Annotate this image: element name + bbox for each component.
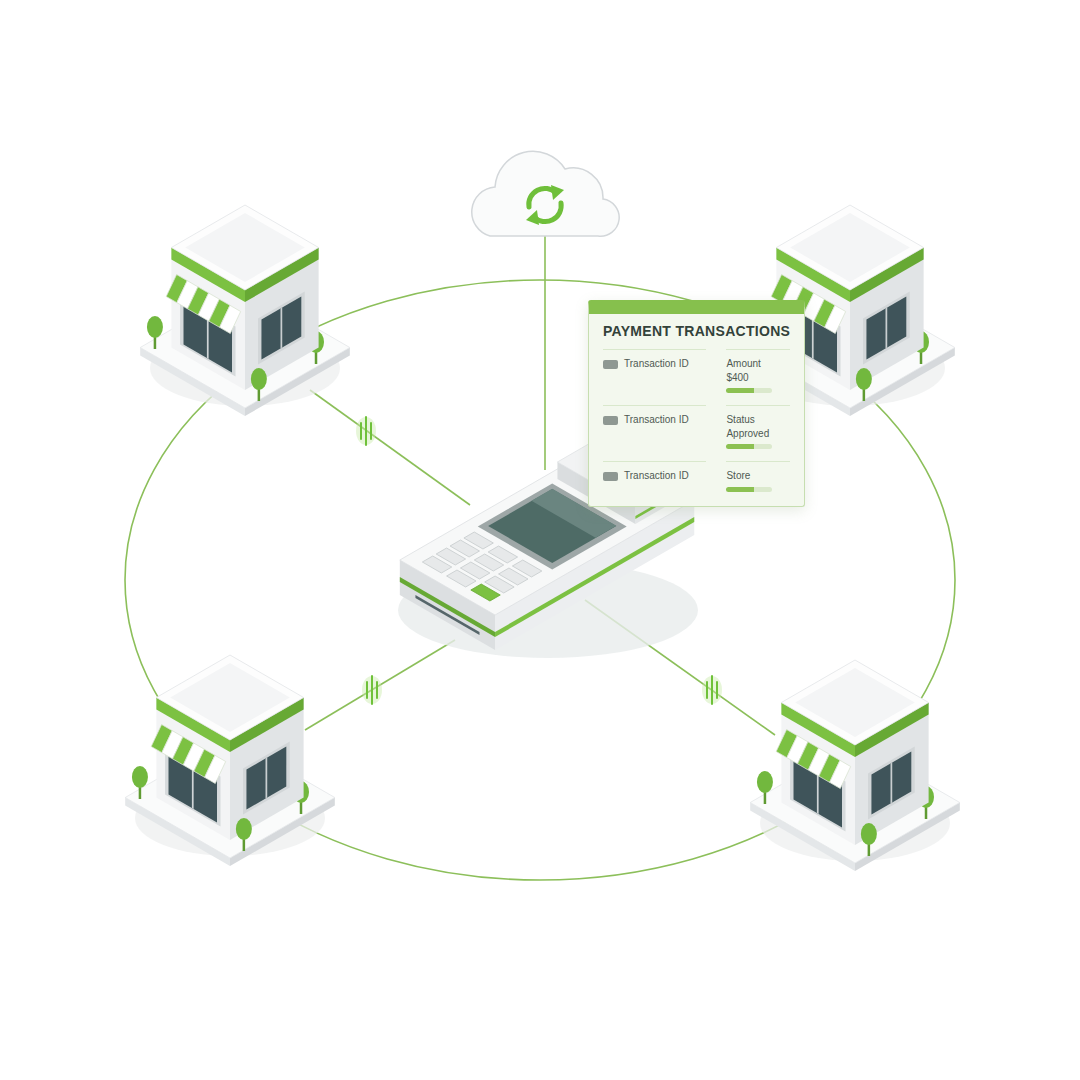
table-cell: Transaction ID: [603, 349, 706, 393]
table-text: $400: [726, 371, 790, 385]
shop-roof: [171, 205, 318, 290]
network-ring: [125, 236, 955, 880]
shop-roof: [790, 213, 910, 282]
signal-tick: [366, 682, 368, 698]
signal-tick: [370, 423, 372, 439]
shop-awning: [205, 755, 226, 783]
transaction-table: Transaction IDAmount$400Transaction IDSt…: [603, 349, 790, 492]
table-cell: StatusApproved: [726, 405, 790, 449]
shop-window: [866, 297, 906, 360]
link-line: [305, 640, 455, 730]
shop-window-frame: [886, 308, 888, 349]
sync-arrowhead: [551, 185, 564, 200]
tree-crown: [251, 368, 267, 390]
signal-tick: [360, 423, 362, 439]
table-cell: Transaction ID: [603, 461, 706, 492]
terminal-key: [471, 584, 500, 601]
cloud-shape: [472, 151, 619, 236]
signal-glow: [356, 417, 376, 445]
table-text: Transaction ID: [603, 357, 706, 371]
signal-tick: [711, 676, 713, 704]
signal-tick: [371, 676, 373, 704]
terminal-key: [447, 570, 476, 587]
shop-window-frame: [243, 742, 290, 815]
shop-window-frame: [258, 292, 305, 365]
shop-building: [125, 655, 335, 866]
panel-title: PAYMENT TRANSACTIONS: [603, 323, 790, 339]
shop-building: [750, 660, 960, 871]
transaction-panel: PAYMENT TRANSACTIONS Transaction ID Amount…: [588, 300, 805, 507]
shop-roof: [776, 205, 923, 290]
signal-mark: [362, 676, 382, 704]
signal-mark: [356, 417, 376, 445]
table-cell: Store: [726, 461, 790, 492]
shop-roof: [795, 668, 915, 737]
signal-tick: [706, 682, 708, 698]
tree-crown: [757, 771, 773, 793]
terminal-key: [422, 556, 451, 573]
shop-window-frame: [868, 747, 915, 820]
shop-window-frame: [281, 308, 283, 349]
cloud-icon: [472, 151, 619, 236]
signal-mark: [702, 676, 722, 704]
table-text: Transaction ID: [603, 413, 706, 427]
shop-window-frame: [863, 292, 910, 365]
shop-window-frame: [891, 763, 893, 804]
shop-window-frame: [266, 758, 268, 799]
table-text: Amount: [726, 357, 790, 371]
table-text: Transaction ID: [603, 469, 706, 483]
shop-roof: [781, 660, 928, 745]
table-text: Approved: [726, 427, 790, 441]
shop-awning: [825, 305, 846, 333]
table-cell: Transaction ID: [603, 405, 706, 449]
tree-crown: [132, 766, 148, 788]
signal-glow: [702, 676, 722, 704]
tree-crown: [236, 818, 252, 840]
signal-tick: [716, 682, 718, 698]
table-text: Status: [726, 413, 790, 427]
link-line: [544, 236, 546, 470]
shop-roof: [170, 663, 290, 732]
signal-glow: [362, 676, 382, 704]
signal-tick: [365, 417, 367, 445]
table-cell: Amount$400: [726, 349, 790, 393]
shop-awning: [830, 760, 851, 788]
shop-roof: [185, 213, 305, 282]
signal-tick: [376, 682, 378, 698]
tree-crown: [861, 823, 877, 845]
link-line: [310, 390, 470, 505]
tree-crown: [856, 368, 872, 390]
sync-arrowhead: [526, 210, 539, 225]
shop-awning: [220, 305, 241, 333]
shop-window: [246, 747, 286, 810]
card-slot: [415, 595, 479, 635]
tree-crown: [147, 316, 163, 338]
shop-window: [261, 297, 301, 360]
shop-building: [140, 205, 350, 416]
shop-window: [871, 752, 911, 815]
shop-roof: [156, 655, 303, 740]
table-text: Store: [726, 469, 790, 483]
